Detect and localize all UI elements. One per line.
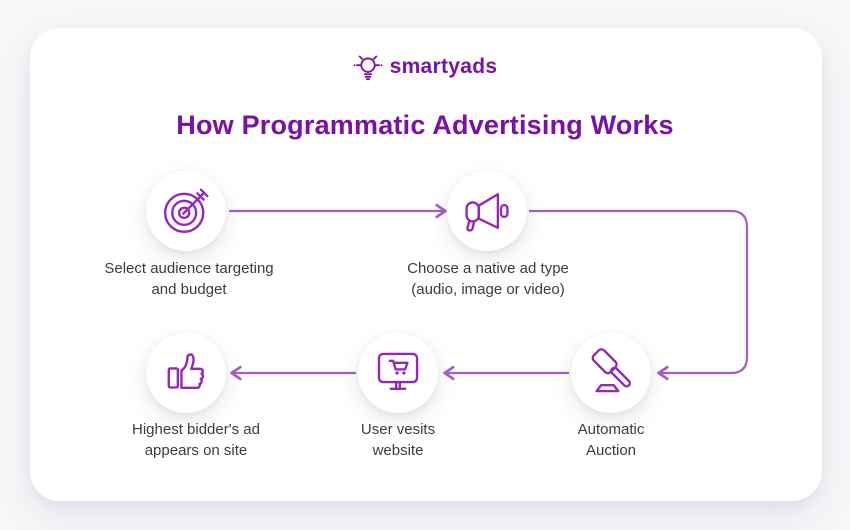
logo: smartyads	[0, 50, 850, 84]
gavel-icon	[591, 348, 631, 393]
step-label-5: Highest bidder's ad appears on site	[132, 421, 260, 459]
page-title: How Programmatic Advertising Works	[176, 110, 674, 140]
step-label-1: Select audience targeting and budget	[104, 260, 274, 298]
lightbulb-icon	[353, 55, 383, 81]
step-label-2: Choose a native ad type (audio, image or…	[407, 260, 569, 298]
target-icon	[163, 188, 209, 234]
logo-text: smartyads	[389, 55, 498, 78]
step-label-4: User vesits website	[360, 421, 436, 459]
step-node-2	[447, 171, 527, 251]
monitor-cart-icon	[377, 352, 419, 391]
step-node-5	[146, 333, 226, 413]
step-node-3	[571, 333, 651, 413]
thumbs-up-icon	[167, 353, 205, 390]
megaphone-icon	[465, 193, 509, 232]
step-label-3: Automatic Auction	[577, 421, 645, 459]
step-node-4	[358, 333, 438, 413]
step-node-1	[146, 171, 226, 251]
